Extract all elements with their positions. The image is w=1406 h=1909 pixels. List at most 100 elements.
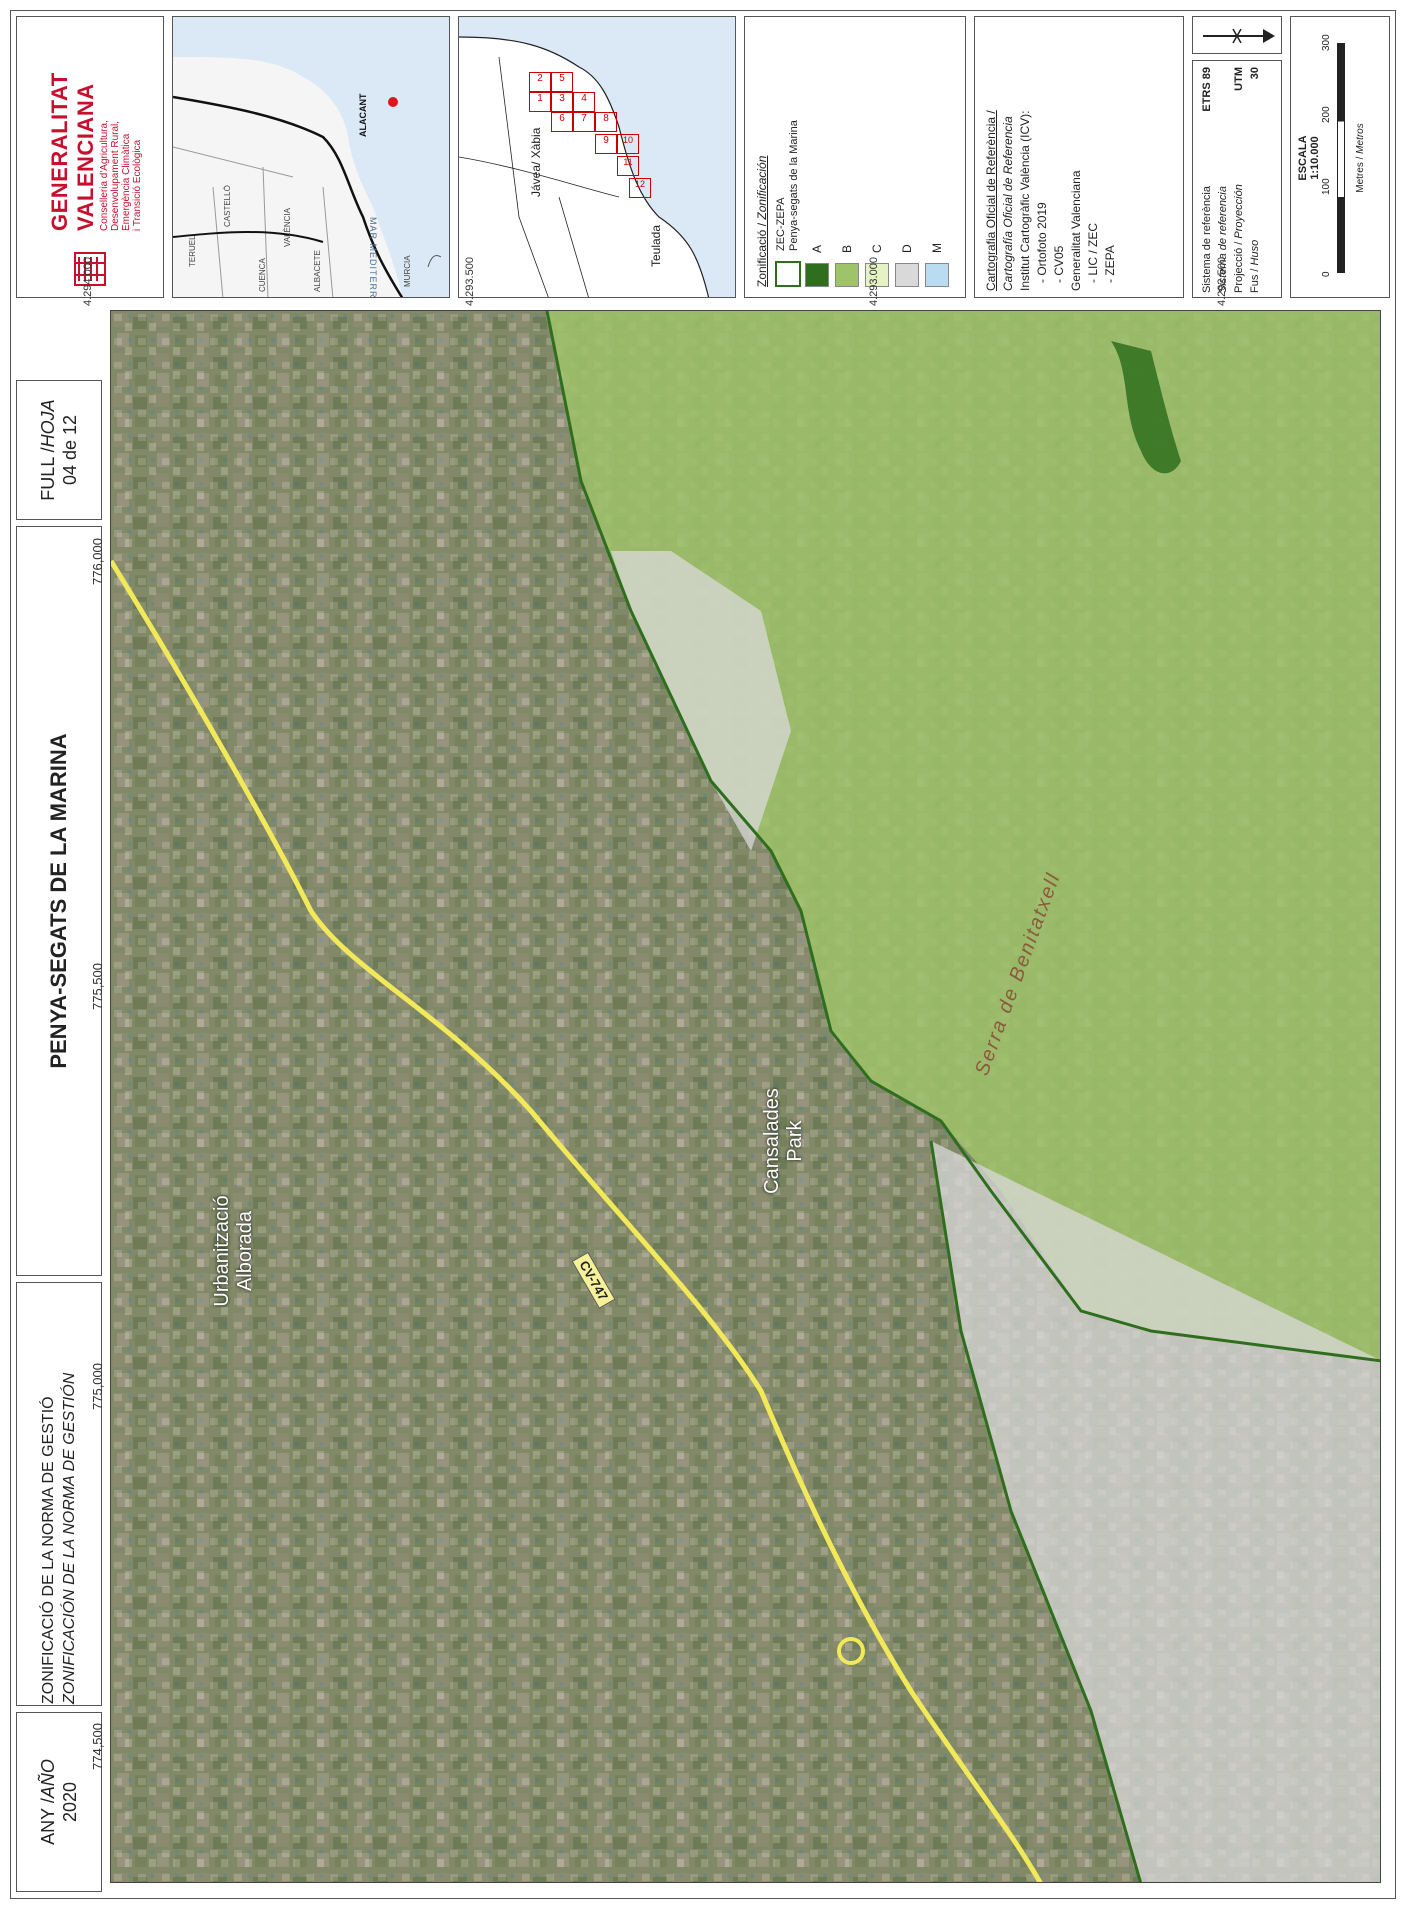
locator-region-valencia: VALÈNCIA	[283, 208, 292, 247]
map-frame	[10, 10, 1396, 1899]
locator-region-cuenca: CUENCA	[258, 258, 267, 292]
x-tick: 775,500	[90, 963, 105, 1010]
zec-boundary	[929, 1140, 1142, 1882]
logo-name-line2: VALENCIANA	[73, 83, 98, 231]
zonification-title-box: ZONIFICACIÓ DE LA NORMA DE GESTIÓ ZONIFI…	[16, 1282, 102, 1706]
legend-title-es: Zonificación	[755, 155, 769, 220]
sheet-cell: 4	[573, 92, 595, 112]
reference-projection-label: Projecció /	[1233, 241, 1245, 293]
scale-title: ESCALA	[1297, 135, 1309, 181]
sheet-cell: 5	[551, 72, 573, 92]
main-title: PENYA-SEGATS DE LA MARINA	[46, 733, 71, 1069]
cartography-line: Institut Cartogràfic València (ICV):	[1018, 110, 1032, 291]
legend-label-zec-name: Penya-segats de la Marina	[788, 120, 800, 251]
locator-region-alacant: ALACANT	[358, 93, 368, 138]
locator-region-albacete: ALBACETE	[313, 250, 322, 292]
sheet-cell: 8	[595, 112, 617, 132]
locator-region-teruel: TERUEL	[188, 235, 197, 267]
main-map[interactable]: CV-747 Urbanització Alborada Cansalades …	[110, 310, 1381, 1883]
legend-label-m: M	[930, 243, 944, 253]
y-tick: 4.293.000	[868, 257, 880, 306]
cartography-line: - ZEPA	[1103, 245, 1117, 283]
zone-a	[1111, 341, 1181, 474]
legend-item-d: D	[895, 27, 919, 287]
cartography-line: Generalitat Valenciana	[1069, 170, 1083, 291]
sheet-index-grid: 1 2 3 4 5 6 7 8 9 10 11 12	[529, 72, 651, 202]
sheet-label-es: HOJA	[38, 399, 58, 448]
scale-units: Metres /	[1355, 156, 1366, 193]
legend-item-m: M	[925, 27, 949, 287]
orthophoto-map	[111, 311, 1380, 1882]
sheet-cell: 12	[629, 178, 651, 198]
town-javea: Jávea/ Xàbia	[529, 127, 543, 197]
reference-zone-value: 30	[1249, 67, 1261, 80]
logo-name-line1: GENERALITAT	[47, 72, 72, 231]
scale-value: 1:10.000	[1309, 136, 1321, 180]
zec-boundary	[545, 311, 1380, 1363]
zone-b	[547, 311, 1380, 1361]
zone-d-patch	[931, 1141, 1380, 1882]
year-value: 2020	[60, 1781, 80, 1823]
legend-item-a: A	[805, 27, 829, 287]
reference-system-label: Sistema de referència	[1201, 186, 1213, 293]
logo-box: GENERALITAT VALENCIANA Conselleria d'Agr…	[16, 16, 164, 298]
logo-dept-line1: Conselleria d'Agricultura,	[99, 120, 110, 231]
sheet-index-map: 1 2 3 4 5 6 7 8 9 10 11 12 Jávea/ Xàbia …	[458, 16, 736, 298]
y-tick: 4.292.500	[1216, 257, 1228, 306]
sheet-cell: 1	[529, 92, 551, 112]
y-tick: 4.294.000	[82, 257, 94, 306]
reference-zone-label-es: Huso	[1249, 239, 1261, 266]
locator-region-murcia: MURCIA	[403, 255, 412, 287]
locator-map: MAR MEDITERRANI CASTELLÓ TERUEL VALÈNCIA…	[172, 16, 450, 298]
scale-tick-0: 0	[1321, 271, 1332, 277]
town-teulada: Teulada	[649, 224, 663, 267]
year-label: ANY /	[38, 1798, 58, 1845]
year-label-es: AÑO	[38, 1759, 58, 1799]
y-tick: 4.293.500	[464, 257, 476, 306]
reference-zone-label: Fus /	[1249, 268, 1261, 293]
zonification-title: ZONIFICACIÓ DE LA NORMA DE GESTIÓ	[40, 1396, 57, 1704]
sheet-cell: 7	[573, 112, 595, 132]
x-tick: 775,000	[90, 1363, 105, 1410]
scale-tick-100: 100	[1321, 178, 1332, 195]
x-tick: 774,500	[90, 1723, 105, 1770]
scale-bar: 0 100 200 300	[1321, 33, 1355, 283]
reference-projection-value: UTM	[1233, 67, 1245, 91]
generalitat-logo-icon	[74, 252, 106, 286]
legend-label-b: B	[840, 244, 854, 253]
legend-label-a: A	[810, 244, 824, 253]
north-arrow-box	[1192, 16, 1282, 54]
sheet-cell: 2	[529, 72, 551, 92]
x-tick: 776,000	[90, 538, 105, 585]
scale-tick-200: 200	[1321, 106, 1332, 123]
cartography-line: - LIC / ZEC	[1086, 222, 1100, 283]
sheet-label: FULL /	[38, 447, 58, 501]
main-title-box: PENYA-SEGATS DE LA MARINA	[16, 526, 102, 1276]
sheet-cell: 6	[551, 112, 573, 132]
north-arrow-icon	[1203, 28, 1275, 44]
locator-sea-label: MAR MEDITERRANI	[368, 217, 378, 298]
sheet-cell: 9	[595, 134, 617, 154]
road-cv747	[111, 559, 1043, 1882]
cartography-line: - Ortofoto 2019	[1035, 202, 1049, 283]
locator-map-graphic	[173, 17, 449, 297]
legend-item-c: C	[865, 27, 889, 287]
sheet-index-graphic	[459, 17, 735, 297]
cartography-box: Cartografia Oficial de Referència / Cart…	[974, 16, 1184, 298]
sheet-cell: 11	[617, 156, 639, 176]
legend-title: Zonificació /	[755, 222, 769, 287]
sheet-box: FULL /HOJA 04 de 12	[16, 380, 102, 520]
logo-dept-line4: i Transició Ecològica	[132, 139, 143, 231]
sheet-value: 04 de 12	[60, 414, 80, 486]
cartography-title-es: Cartografía Oficial de Referencia	[1001, 116, 1015, 291]
sheet-cell: 10	[617, 134, 639, 154]
legend-label-d: D	[900, 244, 914, 253]
logo-dept-line2: Desenvolupament Rural,	[110, 120, 121, 231]
place-label-cansalades: Cansalades Park	[761, 1088, 806, 1194]
year-box: ANY /AÑO 2020	[16, 1712, 102, 1892]
cartography-title: Cartografia Oficial de Referència /	[984, 110, 998, 291]
